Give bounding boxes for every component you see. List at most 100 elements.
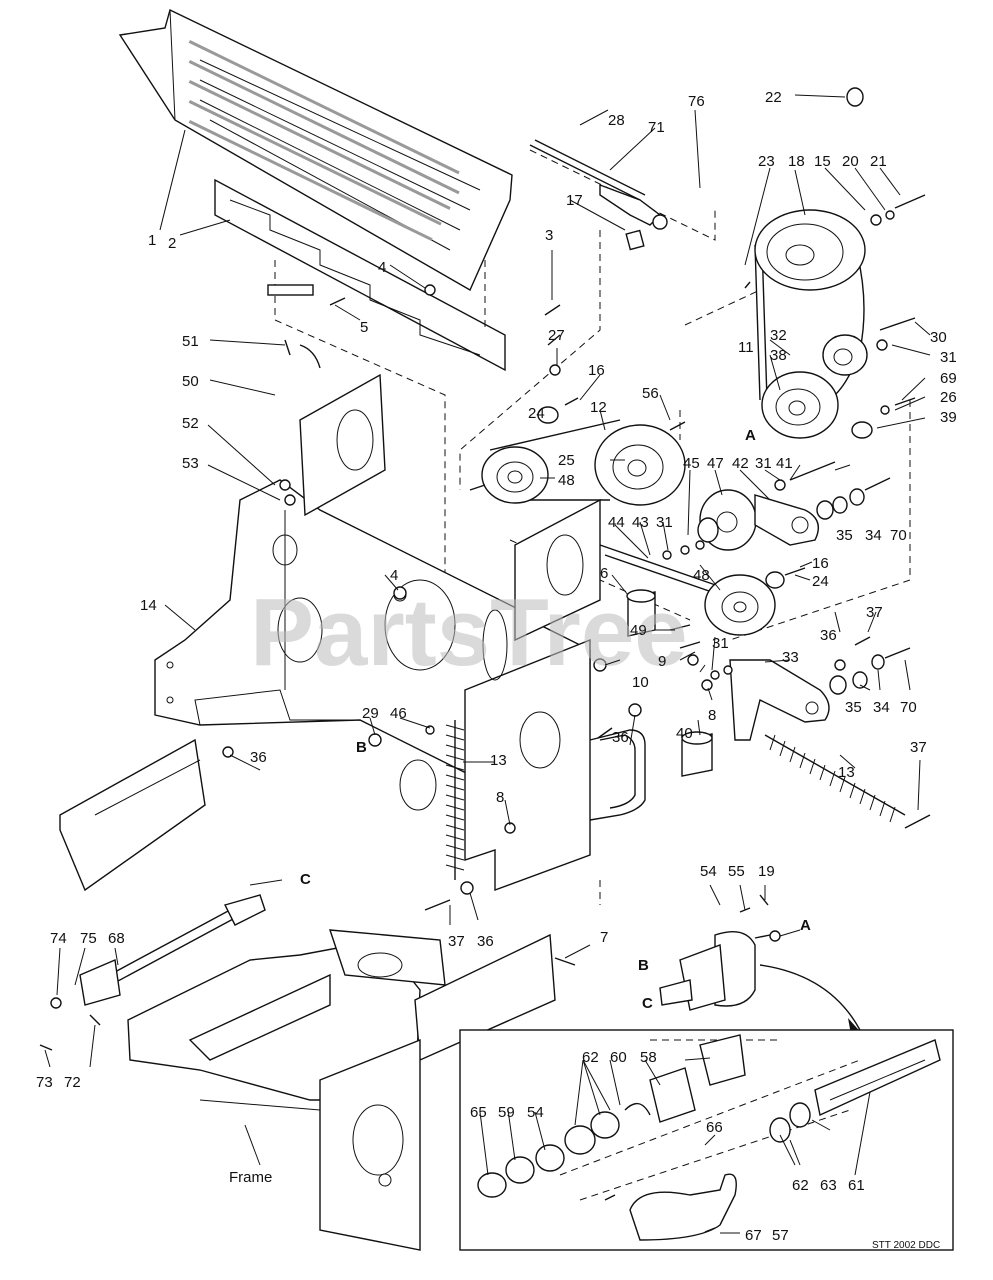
ref-letter-c-lower: C — [642, 995, 653, 1012]
spacer-6 — [626, 589, 656, 637]
callout-25: 25 — [558, 452, 575, 469]
spring-13-diagonal — [764, 734, 906, 823]
callout-4b: 4 — [390, 567, 398, 584]
callout-22: 22 — [765, 89, 782, 106]
callout-76: 76 — [688, 93, 705, 110]
leader-lines — [44, 94, 931, 1234]
ref-letter-b-upper: B — [356, 739, 367, 756]
callout-35b: 35 — [845, 699, 862, 716]
left-rail — [59, 738, 206, 892]
callout-36d: 36 — [477, 933, 494, 950]
lower-belt-assembly — [599, 544, 776, 636]
callout-74: 74 — [50, 930, 67, 947]
idler-arm-33 — [729, 659, 830, 741]
callout-42: 42 — [732, 455, 749, 472]
callout-36a: 36 — [820, 627, 837, 644]
callout-54a: 54 — [700, 863, 717, 880]
callout-61: 61 — [848, 1177, 865, 1194]
belt-12-assembly — [481, 419, 686, 506]
spindle-assembly — [659, 894, 864, 1040]
callout-49: 49 — [630, 622, 647, 639]
callout-5: 5 — [360, 319, 368, 336]
ref-letter-c-upper: C — [300, 871, 311, 888]
callout-37c: 37 — [448, 933, 465, 950]
callout-31a: 31 — [940, 349, 957, 366]
callout-66: 66 — [706, 1119, 723, 1136]
hinge-strip — [214, 178, 506, 372]
callout-16b: 16 — [812, 555, 829, 572]
callout-38: 38 — [770, 347, 787, 364]
callout-36c: 36 — [250, 749, 267, 766]
callout-36b: 36 — [612, 729, 629, 746]
callout-32: 32 — [770, 327, 787, 344]
callout-68: 68 — [108, 930, 125, 947]
callout-13b: 13 — [838, 764, 855, 781]
rod-71 — [529, 139, 668, 251]
callout-10: 10 — [632, 674, 649, 691]
callout-62a: 62 — [582, 1049, 599, 1066]
callout-6: 6 — [600, 565, 608, 582]
callout-23: 23 — [758, 153, 775, 170]
callout-33: 33 — [782, 649, 799, 666]
callout-48b: 48 — [693, 567, 710, 584]
callout-70a: 70 — [890, 527, 907, 544]
drive-shaft-68 — [39, 894, 266, 1051]
ref-letter-a-lower: A — [800, 917, 811, 934]
callout-62b: 62 — [792, 1177, 809, 1194]
callout-63: 63 — [820, 1177, 837, 1194]
callout-20: 20 — [842, 153, 859, 170]
callout-34a: 34 — [865, 527, 882, 544]
callout-28: 28 — [608, 112, 625, 129]
callout-72: 72 — [64, 1074, 81, 1091]
callout-73: 73 — [36, 1074, 53, 1091]
callout-55: 55 — [728, 863, 745, 880]
callout-29: 29 — [362, 705, 379, 722]
ref-letter-b-lower: B — [638, 957, 649, 974]
spring-13-vertical — [445, 720, 465, 880]
callout-13a: 13 — [490, 752, 507, 769]
front-plate — [399, 609, 591, 892]
callout-14: 14 — [140, 597, 157, 614]
callout-70b: 70 — [900, 699, 917, 716]
callout-39: 39 — [940, 409, 957, 426]
callout-51: 51 — [182, 333, 199, 350]
callout-53: 53 — [182, 455, 199, 472]
callout-65: 65 — [470, 1104, 487, 1121]
frame-label: Frame — [229, 1169, 272, 1186]
callout-60: 60 — [610, 1049, 627, 1066]
callout-40: 40 — [676, 725, 693, 742]
callout-56: 56 — [642, 385, 659, 402]
callout-44: 44 — [608, 514, 625, 531]
callout-47: 47 — [707, 455, 724, 472]
callout-21: 21 — [870, 153, 887, 170]
callout-8b: 8 — [496, 789, 504, 806]
callout-34b: 34 — [873, 699, 890, 716]
callout-15: 15 — [814, 153, 831, 170]
callout-37a: 37 — [866, 604, 883, 621]
callout-75: 75 — [80, 930, 97, 947]
callout-37b: 37 — [910, 739, 927, 756]
callout-27: 27 — [548, 327, 565, 344]
callout-30: 30 — [930, 329, 947, 346]
callout-31c: 31 — [656, 514, 673, 531]
callout-71: 71 — [648, 119, 665, 136]
callout-52: 52 — [182, 415, 199, 432]
callout-41: 41 — [776, 455, 793, 472]
callout-57: 57 — [772, 1227, 789, 1244]
callout-35a: 35 — [836, 527, 853, 544]
ref-letter-a-upper: A — [745, 427, 756, 444]
callout-1: 1 — [148, 232, 156, 249]
callout-69: 69 — [940, 370, 957, 387]
frame-assembly — [127, 929, 556, 1251]
callout-50: 50 — [182, 373, 199, 390]
drawing-code: STT 2002 DDC — [872, 1240, 940, 1251]
callout-18: 18 — [788, 153, 805, 170]
callout-8a: 8 — [708, 707, 716, 724]
callout-67: 67 — [745, 1227, 762, 1244]
callout-24a: 24 — [528, 405, 545, 422]
callout-54b: 54 — [527, 1104, 544, 1121]
watermark: PartsTree — [250, 579, 688, 686]
callout-48a: 48 — [558, 472, 575, 489]
spacer-40 — [681, 731, 713, 777]
